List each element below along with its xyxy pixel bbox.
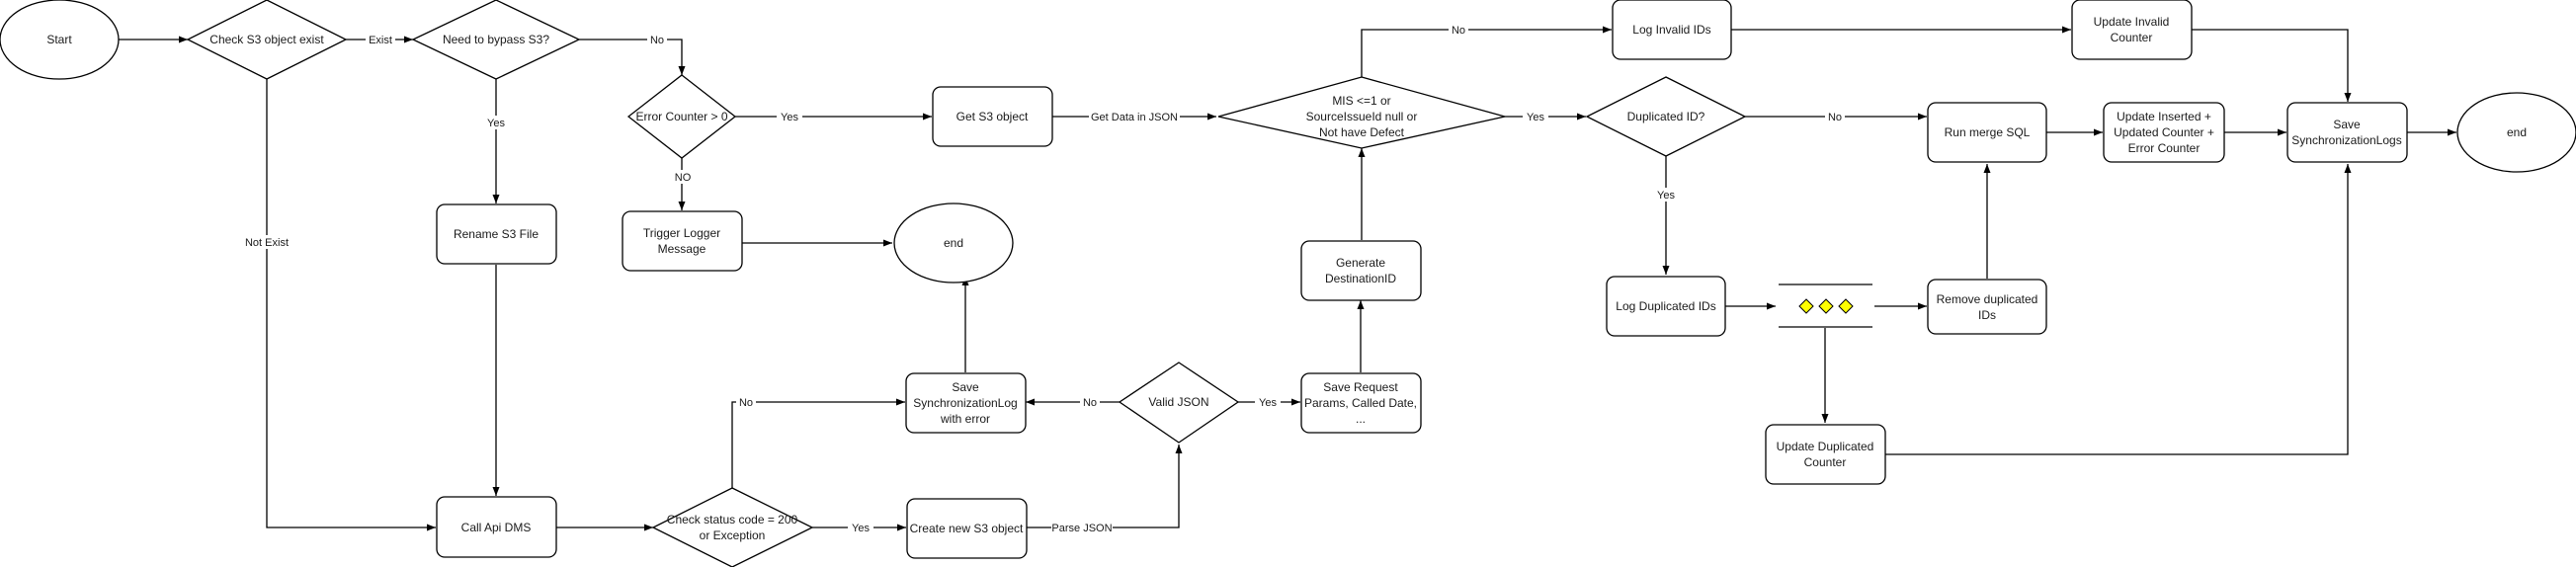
update-inserted-line-2: Updated Counter +	[2114, 125, 2214, 139]
check-s3-decision-label: Check S3 object exist	[209, 33, 324, 46]
edge-updateinvalid-to-savelogs	[2192, 29, 2352, 102]
run-merge-sql-label: Run merge SQL	[1945, 125, 2031, 139]
edge-check-notexist-to-callapi	[266, 79, 436, 531]
edge-labels: Exist No Yes Not Exist Yes NO Get Data i…	[240, 23, 1845, 534]
update-inserted-line-3: Error Counter	[2128, 141, 2201, 155]
update-duplicated-counter-line-2: Counter	[1804, 455, 1847, 469]
end-node-right: end	[2456, 92, 2576, 173]
check-status-line-1: Check status code = 200	[667, 513, 798, 526]
save-request-line-3: ...	[1356, 412, 1366, 426]
update-duplicated-counter-line-1: Update Duplicated	[1777, 440, 1874, 453]
save-request-line-1: Save Request	[1323, 380, 1398, 394]
edge-label-no-dup: No	[1828, 112, 1842, 123]
parallel-diamond-1	[1798, 298, 1814, 314]
edge-label-get-json: Get Data in JSON	[1091, 112, 1178, 123]
edge-updatedup-to-savelogs	[1885, 164, 2352, 455]
update-invalid-counter-line-2: Counter	[2111, 31, 2153, 44]
error-counter-decision-label: Error Counter > 0	[635, 110, 727, 123]
remove-duplicated-ids-process: Remove duplicated IDs	[1927, 279, 2047, 335]
edge-mis-no-to-loginvalid	[1361, 26, 1612, 77]
parallel-diamond-2	[1818, 298, 1834, 314]
log-invalid-ids-label: Log Invalid IDs	[1632, 23, 1710, 37]
update-invalid-counter-line-1: Update Invalid	[2094, 15, 2170, 29]
check-status-decision: Check status code = 200 or Exception	[651, 487, 814, 567]
save-sync-logs-line-1: Save	[2333, 118, 2361, 131]
generate-destination-id-line-1: Generate	[1336, 256, 1385, 270]
edge-label-exist: Exist	[369, 35, 392, 46]
end-node-right-label: end	[2507, 125, 2527, 139]
save-sync-log-error-line-1: Save	[952, 380, 979, 394]
remove-duplicated-ids-line-1: Remove duplicated	[1937, 292, 2038, 306]
save-synchronization-logs-process: Save SynchronizationLogs	[2286, 102, 2408, 163]
edge-label-yes-dup: Yes	[1657, 190, 1675, 202]
generate-destination-id-process: Generate DestinationID	[1300, 240, 1422, 301]
edge-label-yes-valid: Yes	[1259, 397, 1277, 409]
start-node-label: Start	[46, 33, 72, 46]
log-duplicated-ids-label: Log Duplicated IDs	[1616, 299, 1715, 313]
mis-decision-line-3: Not have Defect	[1319, 125, 1405, 139]
bypass-s3-decision-label: Need to bypass S3?	[443, 33, 549, 46]
update-duplicated-counter-process: Update Duplicated Counter	[1765, 424, 1886, 485]
edge-label-yes-bypass: Yes	[487, 118, 505, 129]
edge-label-no-error: NO	[675, 172, 692, 184]
run-merge-sql-process: Run merge SQL	[1927, 102, 2047, 163]
create-s3-object-process: Create new S3 object	[906, 498, 1028, 559]
generate-destination-id-line-2: DestinationID	[1325, 272, 1396, 285]
save-synchronization-log-error-process: Save SynchronizationLog with error	[905, 372, 1027, 434]
trigger-logger-process: Trigger Logger Message	[622, 210, 743, 272]
check-status-line-2: or Exception	[700, 528, 766, 542]
edge-label-no-status: No	[739, 397, 753, 409]
mis-decision: MIS <=1 or SourceIssueId null or Not hav…	[1217, 76, 1506, 149]
edge-status-no-to-saveerr	[731, 398, 905, 488]
save-request-line-2: Params, Called Date,	[1304, 396, 1417, 410]
get-s3-object-process: Get S3 object	[932, 86, 1053, 147]
end-node-middle: end	[893, 202, 1014, 284]
trigger-logger-line-2: Message	[658, 242, 706, 256]
check-s3-decision: Check S3 object exist	[186, 0, 348, 80]
bypass-s3-decision: Need to bypass S3?	[411, 0, 581, 80]
edges	[119, 26, 2456, 531]
log-invalid-ids-process: Log Invalid IDs	[1612, 0, 1732, 60]
valid-json-decision-label: Valid JSON	[1148, 395, 1208, 409]
edge-label-no-mis: No	[1452, 25, 1465, 37]
parallel-gateway	[1779, 284, 1872, 328]
save-sync-log-error-line-3: with error	[940, 412, 990, 426]
edge-label-yes-error: Yes	[781, 112, 798, 123]
parallel-diamond-3	[1838, 298, 1854, 314]
edge-label-no-valid: No	[1083, 397, 1097, 409]
edge-label-yes-mis: Yes	[1527, 112, 1544, 123]
edge-creates3-to-valid	[1027, 445, 1183, 528]
mis-decision-line-1: MIS <=1 or	[1332, 94, 1390, 108]
start-node: Start	[0, 0, 120, 80]
update-inserted-line-1: Update Inserted +	[2117, 110, 2211, 123]
edge-label-parse-json: Parse JSON	[1051, 523, 1112, 534]
create-s3-object-label: Create new S3 object	[910, 522, 1024, 535]
call-api-dms-label: Call Api DMS	[461, 521, 532, 534]
duplicated-id-decision-label: Duplicated ID?	[1627, 110, 1705, 123]
duplicated-id-decision: Duplicated ID?	[1585, 76, 1747, 157]
log-duplicated-ids-process: Log Duplicated IDs	[1606, 276, 1726, 337]
trigger-logger-line-1: Trigger Logger	[643, 226, 720, 240]
error-counter-decision: Error Counter > 0	[626, 74, 737, 159]
edge-label-no-bypass: No	[650, 35, 664, 46]
end-node-middle-label: end	[944, 236, 963, 250]
save-sync-log-error-line-2: SynchronizationLog	[913, 396, 1017, 410]
get-s3-object-label: Get S3 object	[956, 110, 1029, 123]
edge-label-yes-status: Yes	[852, 523, 870, 534]
update-inserted-counter-process: Update Inserted + Updated Counter + Erro…	[2103, 102, 2225, 163]
edge-label-not-exist: Not Exist	[245, 237, 289, 249]
rename-s3-file-process: Rename S3 File	[436, 203, 557, 265]
call-api-dms-process: Call Api DMS	[436, 496, 557, 558]
save-sync-logs-line-2: SynchronizationLogs	[2291, 133, 2401, 147]
save-request-params-process: Save Request Params, Called Date, ...	[1300, 372, 1422, 434]
rename-s3-file-label: Rename S3 File	[454, 227, 539, 241]
update-invalid-counter-process: Update Invalid Counter	[2071, 0, 2193, 60]
valid-json-decision: Valid JSON	[1118, 362, 1240, 444]
mis-decision-line-2: SourceIssueId null or	[1306, 110, 1418, 123]
edge-bypass-no-to-error	[579, 39, 686, 75]
remove-duplicated-ids-line-2: IDs	[1978, 308, 1996, 322]
